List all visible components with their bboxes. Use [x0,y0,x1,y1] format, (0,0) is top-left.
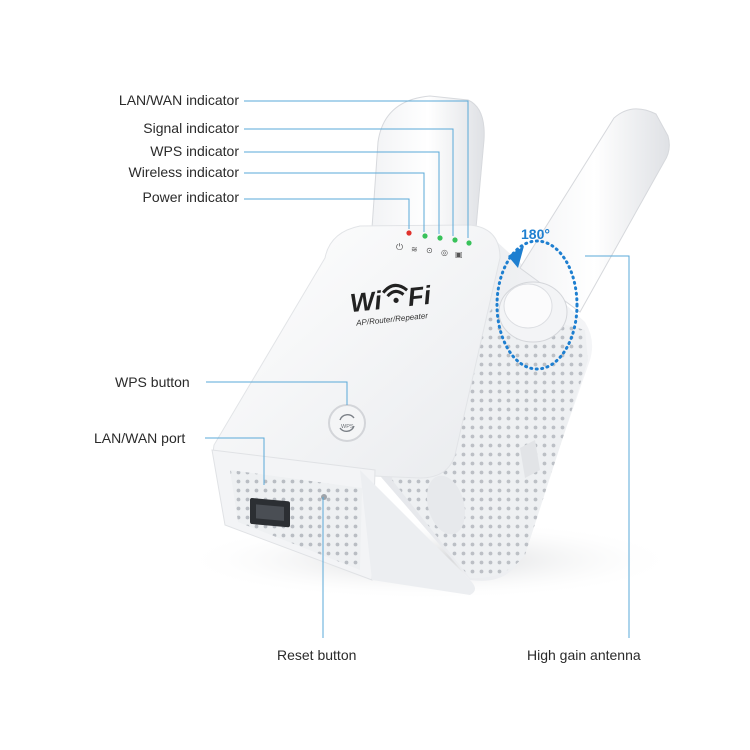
lan-icon: ▣ [455,250,463,259]
signal-indicator-label: Signal indicator [143,120,239,136]
rotation-label: 180° [521,226,550,242]
power-led [406,230,412,236]
wifi-logo-text-1: Wi [349,285,384,318]
high-gain-antenna-label: High gain antenna [527,647,641,663]
wps-button-label: WPS button [115,374,190,390]
lan-wan-led [466,240,472,246]
wps-button-text: WPS [341,424,354,430]
power-icon: ⏻ [396,242,403,253]
wps-led [437,235,443,241]
wifi-logo-text-2: Fi [406,280,433,312]
wireless-icon: ≋ [411,245,418,254]
wps-indicator-label: WPS indicator [150,143,239,159]
lan-wan-port-label: LAN/WAN port [94,430,186,446]
front-face [212,224,501,479]
signal-icon: ◎ [441,248,448,257]
lan-wan-indicator-label: LAN/WAN indicator [118,92,239,108]
wifi-signal-icon [382,283,409,303]
signal-led [452,237,458,243]
rotation-indicator [495,239,579,371]
reset-button-label: Reset button [277,647,357,663]
lan-wan-port[interactable] [250,498,290,528]
front-antenna[interactable] [498,108,670,343]
wps-icon: ⊙ [426,246,433,255]
wireless-led [422,233,428,239]
wireless-indicator-label: Wireless indicator [128,164,239,180]
reset-button[interactable] [321,494,327,500]
wifi-logo: Wi Fi AP/Router/Repeater [349,280,434,328]
wps-button[interactable] [328,404,366,442]
power-indicator-label: Power indicator [142,189,240,205]
